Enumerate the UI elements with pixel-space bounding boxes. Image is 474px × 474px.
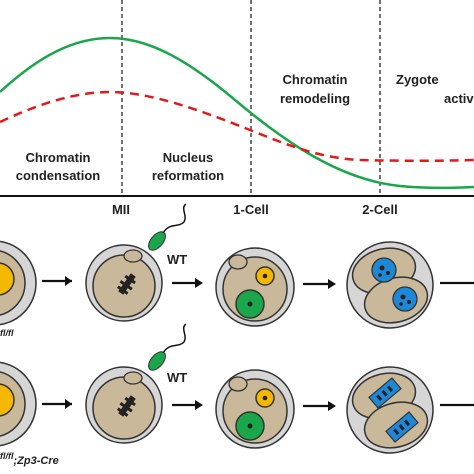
oocyte-icon <box>0 240 37 326</box>
sperm-label-wt: WT <box>167 370 187 385</box>
phase-condensation-line1: Chromatin <box>26 150 91 165</box>
row-control: WT fl/fl <box>0 203 474 338</box>
arrow-icon <box>195 278 203 288</box>
polar-body <box>228 254 248 270</box>
oocyte-icon <box>0 361 37 447</box>
phase-zygote-line2: activ <box>444 91 474 106</box>
stage-label-2cell: 2-Cell <box>362 202 397 217</box>
metaphase-chromatin <box>116 273 136 295</box>
abnormal-chromatin <box>385 411 419 443</box>
phase-remodeling-line2: remodeling <box>280 91 350 106</box>
two-cell-embryo-icon <box>346 366 434 454</box>
polar-body <box>123 371 143 385</box>
arrow-icon <box>65 276 72 286</box>
zygote-icon <box>215 369 295 449</box>
genotype-label-control: fl/fl <box>0 328 14 338</box>
stage-label-1cell: 1-Cell <box>233 202 268 217</box>
sperm-icon <box>148 323 187 371</box>
phase-zygote-line1: Zygote <box>396 72 439 87</box>
phase-condensation-line2: condensation <box>16 168 101 183</box>
arrow-icon <box>328 279 336 289</box>
arrow-icon <box>328 401 336 411</box>
solid-curve <box>0 36 474 190</box>
polar-body <box>123 249 143 263</box>
phase-reformation-line1: Nucleus <box>163 150 214 165</box>
nucleus <box>392 286 418 312</box>
polar-body <box>228 376 248 392</box>
mii-oocyte: WT <box>85 203 187 322</box>
phase-reformation-line2: reformation <box>152 168 224 183</box>
sperm-label-wt: WT <box>167 252 187 267</box>
abnormal-chromatin <box>368 377 402 409</box>
dashed-curve <box>0 90 474 162</box>
metaphase-chromatin <box>116 395 136 417</box>
curve-panel: Chromatin condensation Nucleus reformati… <box>0 0 474 197</box>
stage-label-mii: MII <box>112 202 130 217</box>
genotype-label-mutant: fl/fl;Zp3-Cre <box>0 451 59 467</box>
arrow-icon <box>65 399 72 409</box>
nucleus <box>371 257 397 283</box>
row-mutant: WT <box>0 323 474 467</box>
two-cell-embryo-icon <box>346 241 434 329</box>
sperm-icon <box>148 203 187 251</box>
phase-remodeling-line1: Chromatin <box>283 72 348 87</box>
zygote-icon <box>215 247 295 327</box>
arrow-icon <box>195 400 203 410</box>
stage-labels: MII 1-Cell 2-Cell <box>112 202 398 217</box>
mii-oocyte: WT <box>85 323 187 444</box>
